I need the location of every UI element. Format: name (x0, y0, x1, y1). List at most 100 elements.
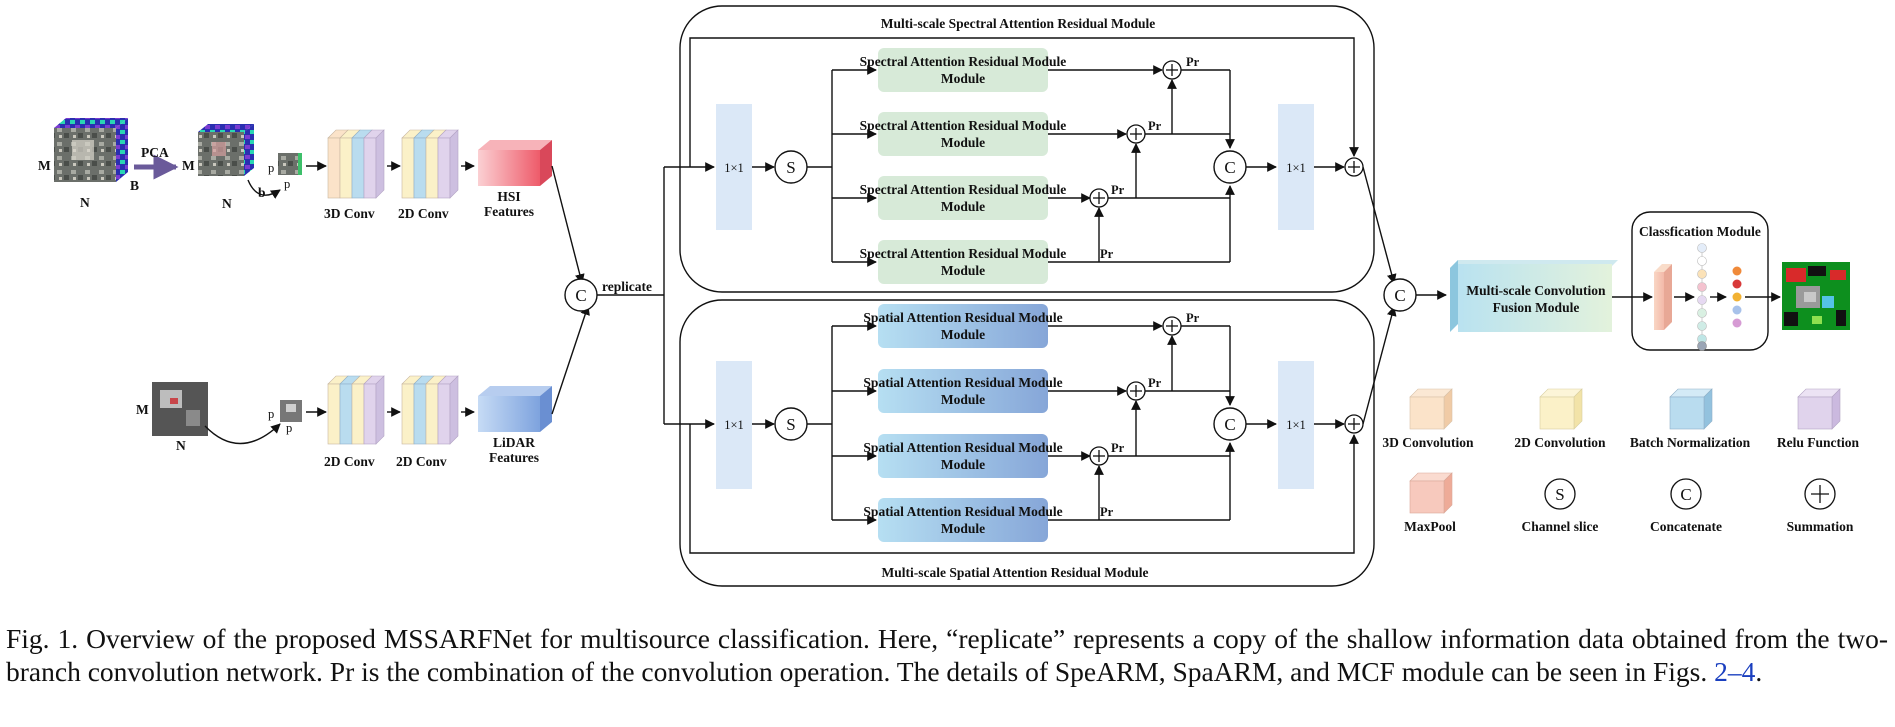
spectral-block-3-label: Spectral Attention Residual Module (860, 182, 1067, 197)
svg-text:Module: Module (941, 263, 985, 278)
lidar-dim-m: M (136, 402, 149, 417)
top-conv1x1-right (1278, 104, 1314, 230)
spatial-block-1-label: Spatial Attention Residual Module (863, 310, 1062, 325)
dim-b-small-label: b (258, 185, 266, 200)
legend-maxpool-label: MaxPool (1404, 519, 1456, 534)
lidar-features-label-1: LiDAR (493, 435, 535, 450)
dim-m-label: M (38, 158, 51, 173)
dim-m-label-2: M (182, 158, 195, 173)
svg-text:Module: Module (941, 457, 985, 472)
svg-text:C: C (1680, 485, 1691, 504)
svg-text:C: C (1224, 415, 1235, 434)
architecture-diagram: M N B PCA M N b p p 3D Conv (38, 5, 1860, 587)
top-conv1x1-left (716, 104, 752, 230)
lidar-features-label-2: Features (489, 450, 539, 465)
mcf-module-block (1450, 260, 1618, 332)
spectral-block-2-label: Spectral Attention Residual Module (860, 118, 1067, 133)
bottom-residual-sum (1344, 414, 1364, 434)
svg-text:Module: Module (941, 521, 985, 536)
spectral-block-4: Spectral Attention Residual Module Modul… (860, 240, 1067, 284)
bottom-conv1x1-left-label: 1×1 (724, 418, 744, 432)
top-pr-1: Pr (1186, 55, 1200, 69)
svg-text:Module: Module (941, 199, 985, 214)
lidar-2d-conv-label-2: 2D Conv (396, 454, 447, 469)
legend-channel-slice: S (1544, 478, 1576, 510)
legend-summation-label: Summation (1787, 519, 1854, 534)
top-pr-4: Pr (1100, 247, 1114, 261)
legend-batch-normalization (1669, 388, 1713, 430)
output-vector (1732, 266, 1742, 328)
dim-n-label: N (80, 195, 90, 210)
classification-module-title: Classfication Module (1639, 224, 1761, 239)
concat-node-left: C (564, 278, 598, 312)
top-sum-node-1 (1162, 60, 1182, 80)
spectral-block-3: Spectral Attention Residual Module Modul… (860, 176, 1067, 220)
legend-maxpool (1409, 472, 1453, 514)
bottom-conv1x1-left (716, 361, 752, 489)
spatial-block-2: Spatial Attention Residual Module Module (863, 369, 1063, 413)
bottom-conv1x1-right-label: 1×1 (1286, 418, 1306, 432)
svg-text:C: C (575, 286, 586, 305)
hsi-3d-conv-label: 3D Conv (324, 206, 375, 221)
spatial-block-4-label: Spatial Attention Residual Module (863, 504, 1062, 519)
svg-text:Module: Module (941, 327, 985, 342)
legend-3d-convolution-label: 3D Convolution (1382, 435, 1474, 450)
spectral-block-1-label: Spectral Attention Residual Module (860, 54, 1067, 69)
bottom-pr-2: Pr (1148, 376, 1162, 390)
hsi-patch (278, 153, 302, 175)
lidar-2d-conv-stack-2 (401, 375, 459, 445)
spatial-block-1: Spatial Attention Residual Module Module (863, 304, 1063, 348)
lidar-patch (280, 400, 302, 422)
replicate-label: replicate (602, 279, 652, 294)
legend-concatenate: C (1670, 478, 1702, 510)
legend-channel-slice-label: Channel slice (1522, 519, 1599, 534)
final-concat-node: C (1383, 278, 1417, 312)
pca-cube (198, 124, 254, 176)
legend-3d-convolution (1409, 388, 1453, 430)
spatial-module-title: Multi-scale Spatial Attention Residual M… (881, 565, 1148, 580)
legend-concatenate-label: Concatenate (1650, 519, 1722, 534)
patch-p-bottom: p (284, 177, 290, 191)
spectral-module-frame (679, 5, 1375, 293)
top-sum-node-2 (1126, 124, 1146, 144)
hsi-2d-conv-stack (401, 129, 459, 199)
hsi-3d-conv-stack (327, 129, 385, 199)
mcf-label-1: Multi-scale Convolution (1466, 283, 1606, 298)
mcf-label-2: Fusion Module (1493, 300, 1580, 315)
hsi-features-label-2: Features (484, 204, 534, 219)
svg-text:C: C (1224, 158, 1235, 177)
bottom-sum-node-2 (1126, 381, 1146, 401)
hsi-features-label-1: HSI (497, 189, 520, 204)
top-sum-node-3 (1089, 188, 1109, 208)
spatial-block-3-label: Spatial Attention Residual Module (863, 440, 1062, 455)
legend-summation (1804, 478, 1836, 510)
spectral-block-1: Spectral Attention Residual Module Modul… (860, 48, 1067, 92)
lidar-input-image (152, 382, 208, 436)
lidar-dim-n: N (176, 438, 186, 453)
top-residual-sum (1344, 157, 1364, 177)
caption-text: Fig. 1. Overview of the proposed MSSARFN… (6, 623, 1888, 687)
spatial-block-2-label: Spatial Attention Residual Module (863, 375, 1062, 390)
svg-text:Module: Module (941, 71, 985, 86)
hsi-input-cube (54, 118, 128, 182)
bottom-conv1x1-right (1278, 361, 1314, 489)
svg-text:Module: Module (941, 135, 985, 150)
svg-text:S: S (786, 415, 795, 434)
caption-suffix: . (1755, 656, 1763, 687)
bottom-pr-1: Pr (1186, 311, 1200, 325)
legend-batch-normalization-label: Batch Normalization (1630, 435, 1751, 450)
spectral-module-title: Multi-scale Spectral Attention Residual … (881, 16, 1155, 31)
spectral-block-4-label: Spectral Attention Residual Module (860, 246, 1067, 261)
classification-map (1782, 262, 1850, 330)
caption-figure-link[interactable]: 2–4 (1714, 656, 1756, 687)
svg-text:S: S (786, 158, 795, 177)
top-pr-3: Pr (1111, 183, 1125, 197)
bottom-concat-node: C (1213, 407, 1247, 441)
figure-caption: Fig. 1. Overview of the proposed MSSARFN… (6, 622, 1888, 688)
legend-relu-function-label: Relu Function (1777, 435, 1860, 450)
bottom-pr-3: Pr (1111, 441, 1125, 455)
bottom-sum-node-3 (1089, 446, 1109, 466)
bottom-slice-node: S (774, 407, 808, 441)
lidar-2d-conv-label-1: 2D Conv (324, 454, 375, 469)
top-concat-node: C (1213, 150, 1247, 184)
